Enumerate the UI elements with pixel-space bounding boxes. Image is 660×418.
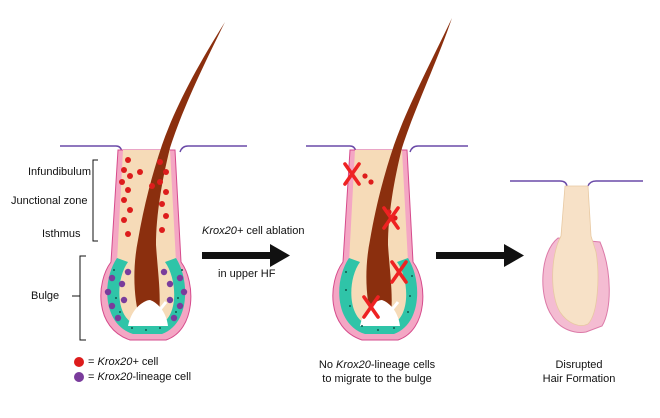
red-cell [362, 173, 368, 179]
purple-cell [108, 274, 116, 282]
purple-cell [124, 268, 132, 276]
x-mark-icon [390, 260, 408, 284]
red-cell [368, 179, 374, 185]
bulge-bracket [79, 255, 86, 341]
right-inner-sheath [552, 185, 599, 326]
arrow-label-line2: in upper HF [218, 268, 276, 280]
upper-bracket [92, 159, 98, 242]
purple-cell [160, 268, 168, 276]
red-cell [127, 207, 133, 213]
left-hair-shaft [134, 22, 225, 325]
middle-bulge-band [339, 258, 418, 334]
purple-cell [104, 288, 112, 296]
middle-caption-line2: to migrate to the bulge [322, 373, 432, 385]
legend-purple-swatch [74, 372, 84, 382]
left-follicle [60, 22, 247, 341]
red-cell [149, 183, 155, 189]
right-caption-line2: Hair Formation [542, 373, 616, 385]
x-mark-icon [382, 206, 400, 230]
arrow-label-line1: Krox20+ cell ablation [202, 225, 304, 238]
x-mark-icon [343, 162, 361, 186]
middle-follicle [306, 18, 468, 341]
x-mark-icon [362, 295, 380, 319]
region-brackets [72, 159, 98, 341]
left-bulge-band [107, 258, 186, 334]
red-cell [119, 179, 125, 185]
left-papilla-arrow [148, 301, 168, 323]
purple-cell [118, 280, 126, 288]
red-cell [157, 179, 163, 185]
purple-cell [120, 296, 128, 304]
red-cell [121, 197, 127, 203]
legend-red-swatch [74, 357, 84, 367]
red-cell [137, 169, 143, 175]
middle-papilla-arrow [380, 301, 400, 323]
arrow-label-rest: cell ablation [243, 225, 305, 237]
red-cell [159, 201, 165, 207]
red-cell [125, 187, 131, 193]
purple-cell [114, 314, 122, 322]
left-red-cells [119, 157, 169, 237]
result-arrow [436, 244, 524, 267]
red-cell [121, 167, 127, 173]
arrow-label-italic: Krox20+ [202, 225, 244, 237]
red-cell [125, 231, 131, 237]
right-follicle [510, 180, 643, 333]
legend-red-label: = Krox20+ cell [88, 356, 159, 368]
left-purple-cells [104, 268, 188, 322]
red-cell [159, 227, 165, 233]
purple-cell [166, 280, 174, 288]
ablation-arrow [202, 244, 290, 267]
red-cell [121, 217, 127, 223]
legend-purple-label: = Krox20-lineage cell [88, 371, 192, 383]
purple-cell [176, 302, 184, 310]
red-cell [125, 157, 131, 163]
middle-caption-line1: No Krox20-lineage cells [318, 359, 436, 371]
left-dermal-papilla [128, 300, 168, 326]
purple-cell [180, 288, 188, 296]
left-bulge-dots [113, 269, 183, 331]
ablation-marks [343, 162, 408, 319]
red-cell [163, 189, 169, 195]
purple-cell [176, 274, 184, 282]
middle-bulge-dots [345, 271, 413, 331]
right-caption-line1: Disrupted [555, 359, 603, 371]
red-cell [127, 173, 133, 179]
label-isthmus: Isthmus [42, 228, 81, 240]
middle-hair-shaft [366, 18, 452, 325]
red-cell [163, 169, 169, 175]
purple-cell [170, 314, 178, 322]
label-junctional-zone: Junctional zone [11, 195, 88, 207]
red-cell [157, 159, 163, 165]
purple-cell [166, 296, 174, 304]
purple-cell [108, 302, 116, 310]
label-bulge: Bulge [31, 290, 60, 302]
label-infundibulum: Infundibulum [28, 166, 91, 178]
red-cell [163, 213, 169, 219]
right-skin-line [510, 180, 643, 187]
